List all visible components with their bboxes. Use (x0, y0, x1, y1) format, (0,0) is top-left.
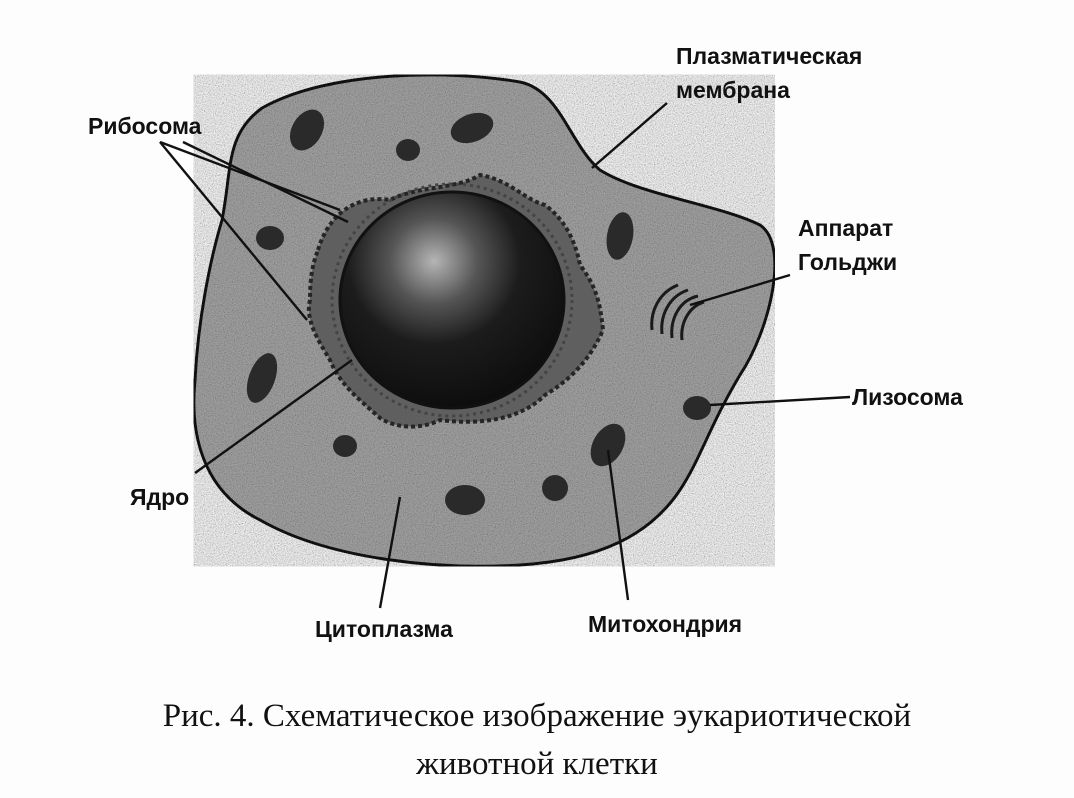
mitochondrion (590, 423, 626, 467)
lysosome (256, 226, 284, 250)
pointer-lines (159, 102, 851, 609)
label-plasma-membrane-line1: Плазматическая (676, 43, 862, 69)
figure-caption-line1: Рис. 4. Схематическое изображение эукари… (162, 698, 912, 734)
lysosome (396, 139, 420, 161)
label-cytoplasm: Цитоплазма (315, 616, 453, 642)
label-golgi-line1: Аппарат (798, 215, 893, 241)
pointer-golgi (689, 273, 791, 307)
pointer-ribosome-2 (159, 141, 308, 321)
lysosome (333, 435, 357, 457)
nucleus-envelope (330, 182, 574, 418)
pointer-ribosome-1 (159, 140, 341, 212)
mitochondrion (606, 212, 634, 260)
pointer-plasma-membrane (591, 102, 668, 169)
label-lysosome: Лизосома (852, 384, 963, 410)
label-golgi-line2: Гольджи (798, 249, 897, 275)
pointer-nucleus (194, 359, 353, 474)
nucleus (338, 190, 566, 410)
pointer-ribosome-3 (182, 140, 349, 224)
label-nucleus: Ядро (130, 484, 189, 510)
figure-caption-line2: животной клетки (416, 746, 658, 782)
mitochondrion (445, 485, 485, 515)
lysosome (683, 396, 711, 420)
pointer-cytoplasm (378, 496, 402, 609)
mitochondrion (246, 353, 278, 403)
label-ribosome: Рибосома (88, 113, 202, 139)
label-plasma-membrane-line2: мембрана (676, 77, 790, 103)
golgi-apparatus (650, 283, 705, 341)
mitochondrion (450, 112, 494, 144)
pointer-mitochondrion (606, 449, 630, 601)
lysosome (542, 475, 568, 501)
mitochondrion (289, 109, 325, 151)
label-mitochondrion: Митохондрия (588, 611, 742, 637)
pointer-lysosome (709, 395, 851, 407)
